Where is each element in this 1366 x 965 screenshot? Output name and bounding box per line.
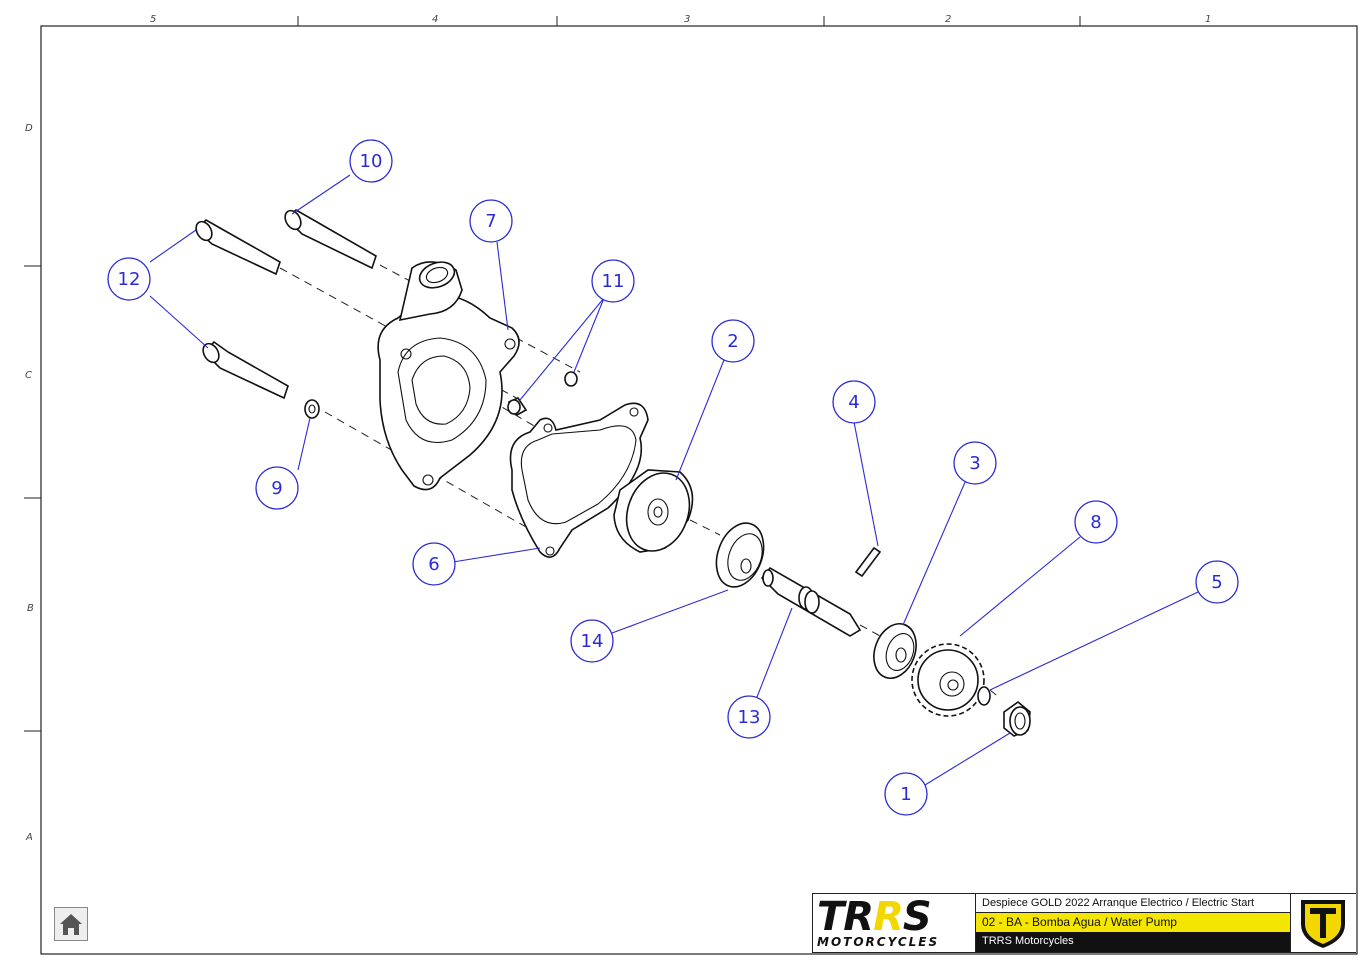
- row-ticks: [24, 265, 41, 732]
- shaft: [760, 566, 862, 637]
- bolt-ten: [284, 209, 377, 270]
- document-title: Despiece GOLD 2022 Arranque Electrico / …: [976, 894, 1290, 913]
- callout-number: 6: [428, 554, 439, 575]
- drawing-border: [40, 25, 1358, 955]
- callout-number: 7: [485, 211, 496, 232]
- home-icon: [60, 914, 82, 935]
- callout-2: 2: [711, 319, 755, 363]
- home-button[interactable]: [54, 907, 88, 941]
- callout-13: 13: [727, 695, 771, 739]
- row-label: D: [25, 123, 33, 134]
- bolt-lower: [202, 340, 289, 400]
- leader-lines: [149, 174, 1199, 786]
- title-block: TRRS MOTORCYCLES Despiece GOLD 2022 Arra…: [812, 893, 1356, 953]
- bolt-upper: [194, 219, 281, 276]
- column-label: 1: [1205, 14, 1211, 25]
- callout-1: 1: [884, 772, 928, 816]
- gear: [911, 643, 985, 717]
- brand-logo: TRRS MOTORCYCLES: [813, 894, 976, 952]
- callout-number: 12: [118, 269, 141, 290]
- bearing: [873, 623, 917, 679]
- impeller: [613, 469, 694, 553]
- callout-3: 3: [953, 441, 997, 485]
- callout-number: 3: [969, 453, 980, 474]
- drawing-title: 02 - BA - Bomba Agua / Water Pump: [976, 913, 1290, 932]
- pin: [854, 546, 882, 578]
- callout-7: 7: [469, 199, 513, 243]
- callout-5: 5: [1195, 560, 1239, 604]
- callout-number: 14: [581, 631, 604, 652]
- row-label: B: [27, 603, 34, 614]
- callout-number: 10: [360, 151, 383, 172]
- washer: [304, 399, 320, 419]
- callout-6: 6: [412, 542, 456, 586]
- seal: [715, 522, 765, 588]
- column-label: 3: [684, 14, 690, 25]
- callout-number: 5: [1211, 572, 1222, 593]
- column-label: 2: [945, 14, 951, 25]
- callout-number: 13: [738, 707, 761, 728]
- dowel-pins: [507, 371, 578, 417]
- callout-number: 4: [848, 392, 859, 413]
- callout-8: 8: [1074, 500, 1118, 544]
- callout-number: 11: [602, 271, 625, 292]
- callout-10: 10: [349, 139, 393, 183]
- callout-9: 9: [255, 466, 299, 510]
- column-ticks: [297, 16, 1081, 26]
- circlip: [977, 686, 991, 706]
- row-label: A: [25, 832, 33, 843]
- company-name: TRRS Motorcycles: [976, 932, 1290, 952]
- callout-12: 12: [107, 257, 151, 301]
- callout-11: 11: [591, 259, 635, 303]
- row-label: C: [25, 370, 32, 381]
- callout-number: 9: [271, 478, 282, 499]
- callout-number: 8: [1090, 512, 1101, 533]
- callout-number: 1: [900, 784, 911, 805]
- callout-4: 4: [832, 380, 876, 424]
- brand-subtitle: MOTORCYCLES: [817, 935, 940, 949]
- column-label: 5: [150, 14, 156, 25]
- callout-14: 14: [570, 619, 614, 663]
- callout-number: 2: [727, 331, 738, 352]
- brand-emblem: [1290, 894, 1356, 952]
- column-label: 4: [432, 14, 438, 25]
- brand-wordmark: TRRS: [817, 894, 932, 940]
- bushing: [1003, 700, 1031, 737]
- gasket: [509, 402, 649, 558]
- pump-cover: [377, 261, 520, 491]
- shield-t-icon: [1301, 900, 1345, 948]
